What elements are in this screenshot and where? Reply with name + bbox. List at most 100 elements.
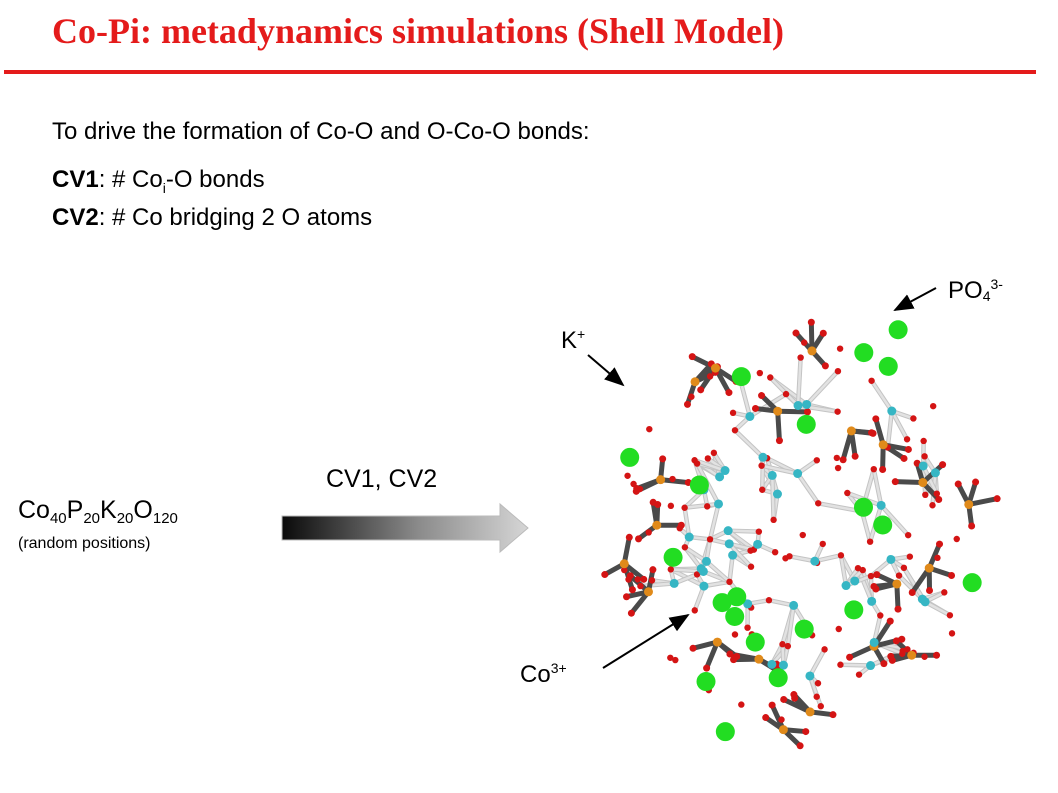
oxygen-atom [886,617,894,625]
oxygen-atom [807,318,815,326]
phosphorus-atom [643,587,653,597]
cobalt-atom [789,600,799,610]
co-o-bond-highlight [639,582,676,588]
co-o-bond-highlight [808,648,826,678]
oxygen-atom [868,429,876,437]
co-o-bond-highlight [760,464,799,475]
oxygen-atom [779,641,786,648]
oxygen-atom [837,552,845,559]
oxygen-atom [688,353,696,361]
oxygen-atom [704,455,712,462]
oxygen-atom [873,571,881,579]
cobalt-atom [810,556,820,566]
p-o-bond [966,496,1000,507]
co-o-bond-highlight [839,663,872,667]
cobalt-atom [866,661,876,671]
co-o-bond-highlight [726,529,761,533]
oxygen-atom [738,701,745,708]
oxygen-atom [939,461,947,469]
oxygen-atom [640,575,648,583]
oxygen-atom [904,445,912,453]
oxygen-atom [837,661,844,668]
p-o-bond [704,639,720,671]
oxygen-atom [778,716,785,723]
oxygen-atom [634,576,641,583]
co-o-bond-highlight [796,472,820,505]
oxygen-atom [895,572,903,579]
co-o-bond-highlight [748,392,788,418]
co-o-bond-highlight [683,502,720,509]
co-o-bond-highlight [771,474,775,522]
oxygen-atom [744,624,751,631]
oxygen-atom [676,524,683,532]
co-pi-cluster-structure [601,318,1001,750]
oxygen-atom [948,630,956,637]
oxygen-atom [635,535,643,543]
oxygen-atom [972,478,980,486]
cobalt-atom [684,532,694,542]
oxygen-atom [870,465,877,473]
oxygen-atom [872,415,880,423]
oxygen-atom [767,374,774,381]
oxygen-atom [834,408,841,415]
oxygen-atom [839,456,847,464]
oxygen-atom [747,547,754,554]
phosphorus-atom [892,579,902,589]
oxygen-atom [688,393,695,400]
co-o-bond-highlight [921,464,939,495]
oxygen-atom [691,607,698,614]
oxygen-atom [710,449,718,457]
oxygen-atom [802,728,810,736]
p-o-bond [808,319,815,354]
potassium-atom [962,573,982,593]
oxygen-atom [819,540,826,548]
p-o-bond [769,702,786,733]
oxygen-atom [892,637,900,645]
oxygen-atom [755,528,763,535]
oxygen-atom [782,390,790,398]
oxygen-atom [954,480,962,488]
phosphorus-atom [656,475,666,485]
label-cobalt: Co3+ [520,660,567,688]
oxygen-atom [792,329,800,337]
oxygen-atom [637,582,644,590]
p-o-bond [892,479,926,486]
co-o-bond-highlight [761,456,765,491]
oxygen-atom [867,572,875,580]
oxygen-atom [922,491,929,499]
oxygen-atom [888,656,896,664]
oxygen-atom [689,644,697,652]
oxygen-atom [880,660,888,668]
co-o-bond-highlight [872,467,883,507]
oxygen-atom [725,389,733,397]
oxygen-atom [799,531,806,539]
oxygen-atom [821,646,828,653]
co-o-bond-highlight [886,409,894,449]
cobalt-atom [850,576,860,586]
cv2-label: CV2 [52,204,99,231]
oxygen-atom [993,495,1001,503]
phosphorus-atom [924,563,934,573]
label-potassium: K+ [561,326,586,354]
oxygen-atom [836,345,844,352]
phosphorus-atom [878,440,888,450]
phosphorus-atom [918,478,928,488]
oxygen-atom [768,701,776,709]
oxygen-atom [934,554,941,562]
cobalt-atom [753,539,763,549]
oxygen-atom [936,540,944,548]
potassium-atom [853,497,873,517]
cobalt-atom [698,566,708,576]
oxygen-atom [834,464,842,472]
oxygen-atom [946,612,954,619]
cobalt-atom [918,461,928,471]
oxygen-atom [899,647,906,655]
oxygen-atom [900,564,908,572]
oxygen-atom [733,652,741,660]
cobalt-atom [793,469,803,479]
formula-o: O [133,496,153,524]
oxygen-atom [706,373,714,380]
cobalt-atom [745,411,755,421]
co-o-bond-highlight [708,502,720,541]
potassium-atom [620,447,640,467]
